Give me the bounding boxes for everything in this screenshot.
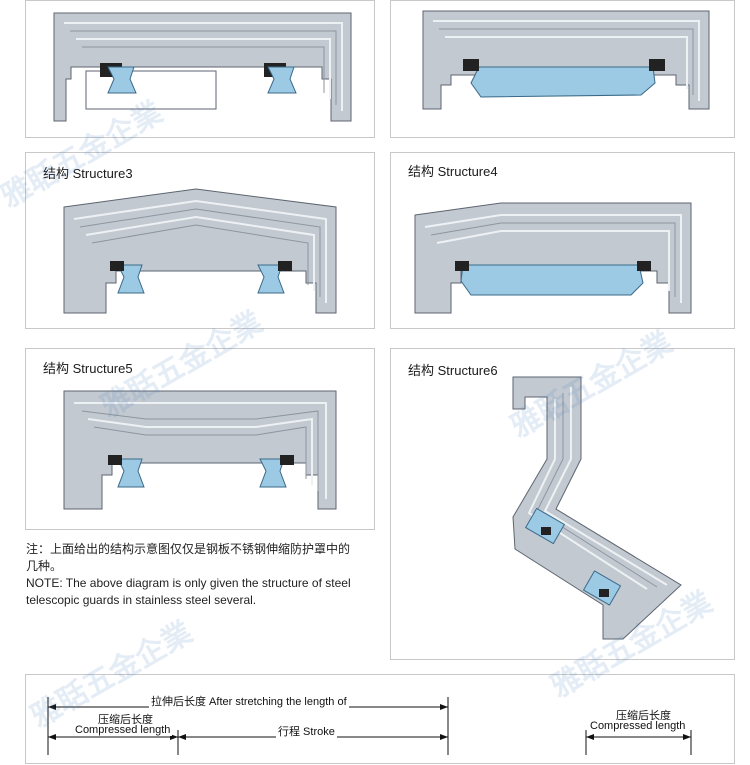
stroke-label: 行程 Stroke [276, 723, 337, 739]
structure-3-drawing [63, 188, 337, 314]
structure-5-title: 结构 Structure5 [43, 361, 133, 376]
note-cn-line-2: 几种。 [26, 559, 63, 573]
structure-panel-2 [390, 0, 735, 138]
compressed-left-en: Compressed length [73, 724, 173, 736]
structure-panel-4: 结构 Structure4 [390, 152, 735, 329]
structure-6-drawing [512, 376, 682, 640]
dimension-panel: 拉伸后长度 After stretching the length of 压缩后… [25, 674, 735, 764]
structure-4-title: 结构 Structure4 [408, 164, 498, 179]
compressed-right-en: Compressed length [588, 720, 688, 732]
structure-panel-5: 结构 Structure5 [25, 348, 375, 530]
note-en-line-2: telescopic guards in stainless steel sev… [26, 593, 257, 607]
stretch-length-label: 拉伸后长度 After stretching the length of [149, 693, 349, 709]
structure-1-drawing [53, 12, 352, 122]
note-en-line-1: NOTE: The above diagram is only given th… [26, 576, 351, 590]
structure-3-title: 结构 Structure3 [43, 166, 133, 181]
note-cn-line-1: 注：上面给出的结构示意图仅仅是钢板不锈钢伸缩防护罩中的 [26, 542, 351, 556]
notes-block: 注：上面给出的结构示意图仅仅是钢板不锈钢伸缩防护罩中的 几种。 NOTE: Th… [26, 541, 381, 609]
structure-5-drawing [63, 390, 337, 510]
structure-4-drawing [414, 202, 692, 314]
structure-2-drawing [422, 10, 710, 110]
structure-panel-6: 结构 Structure6 [390, 348, 735, 660]
structure-panel-3: 结构 Structure3 [25, 152, 375, 329]
compressed-left-cn: 压缩后长度 [96, 711, 155, 727]
structure-panel-1 [25, 0, 375, 138]
structure-6-title: 结构 Structure6 [408, 363, 498, 378]
compressed-right-cn: 压缩后长度 [614, 707, 673, 723]
